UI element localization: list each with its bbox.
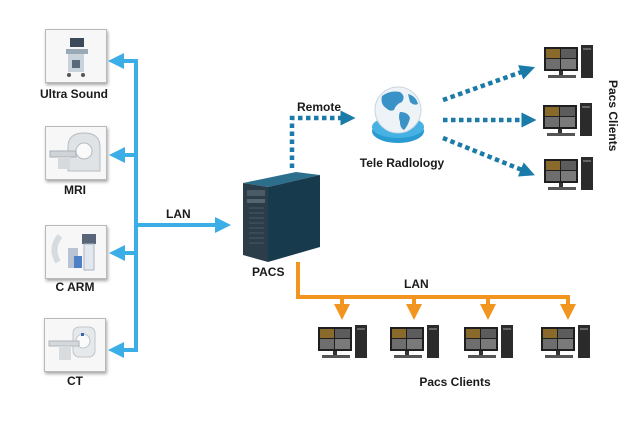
remote-pacs-client-2 [543,103,593,139]
c-arm-icon [51,234,96,271]
local-pacs-client-3 [464,325,514,361]
modality-mri [45,126,107,180]
workstation-icon [543,103,592,136]
label-remote: Remote [297,100,342,114]
label-lan-right: LAN [404,277,429,291]
label-ct: CT [67,374,83,388]
modality-ct [44,318,106,372]
workstation-icon [544,157,593,190]
local-pacs-client-4 [541,325,591,361]
label-local-pacs-clients: Pacs Clients [419,375,491,389]
remote-pacs-client-1 [544,45,594,81]
workstation-icon [390,325,439,358]
label-pacs: PACS [252,265,285,279]
label-mri: MRI [64,183,86,197]
globe-icon [372,86,424,143]
label-tele-radiology: Tele Radlology [359,156,445,170]
label-ultrasound: Ultra Sound [40,87,108,101]
workstation-icon [541,325,590,358]
lan-bus-orange [296,262,570,299]
modality-ultrasound [45,29,107,83]
workstation-icon [464,325,513,358]
remote-link [289,110,356,168]
remote-pacs-client-3 [544,157,594,193]
local-pacs-client-1 [318,325,368,361]
label-remote-pacs-clients: Pacs Clients [606,80,620,152]
label-lan-left: LAN [166,207,191,221]
workstation-icon [318,325,367,358]
ct-scanner-icon [48,326,96,360]
remote-arrow-client-3 [442,135,535,177]
modality-c-arm [45,225,107,279]
workstation-icon [544,45,593,78]
ultrasound-machine-icon [66,38,88,77]
remote-arrow-client-1 [442,65,536,103]
label-c-arm: C ARM [55,280,95,294]
local-pacs-client-2 [390,325,440,361]
mri-scanner-icon [49,132,101,172]
server-tower-icon [243,172,320,262]
